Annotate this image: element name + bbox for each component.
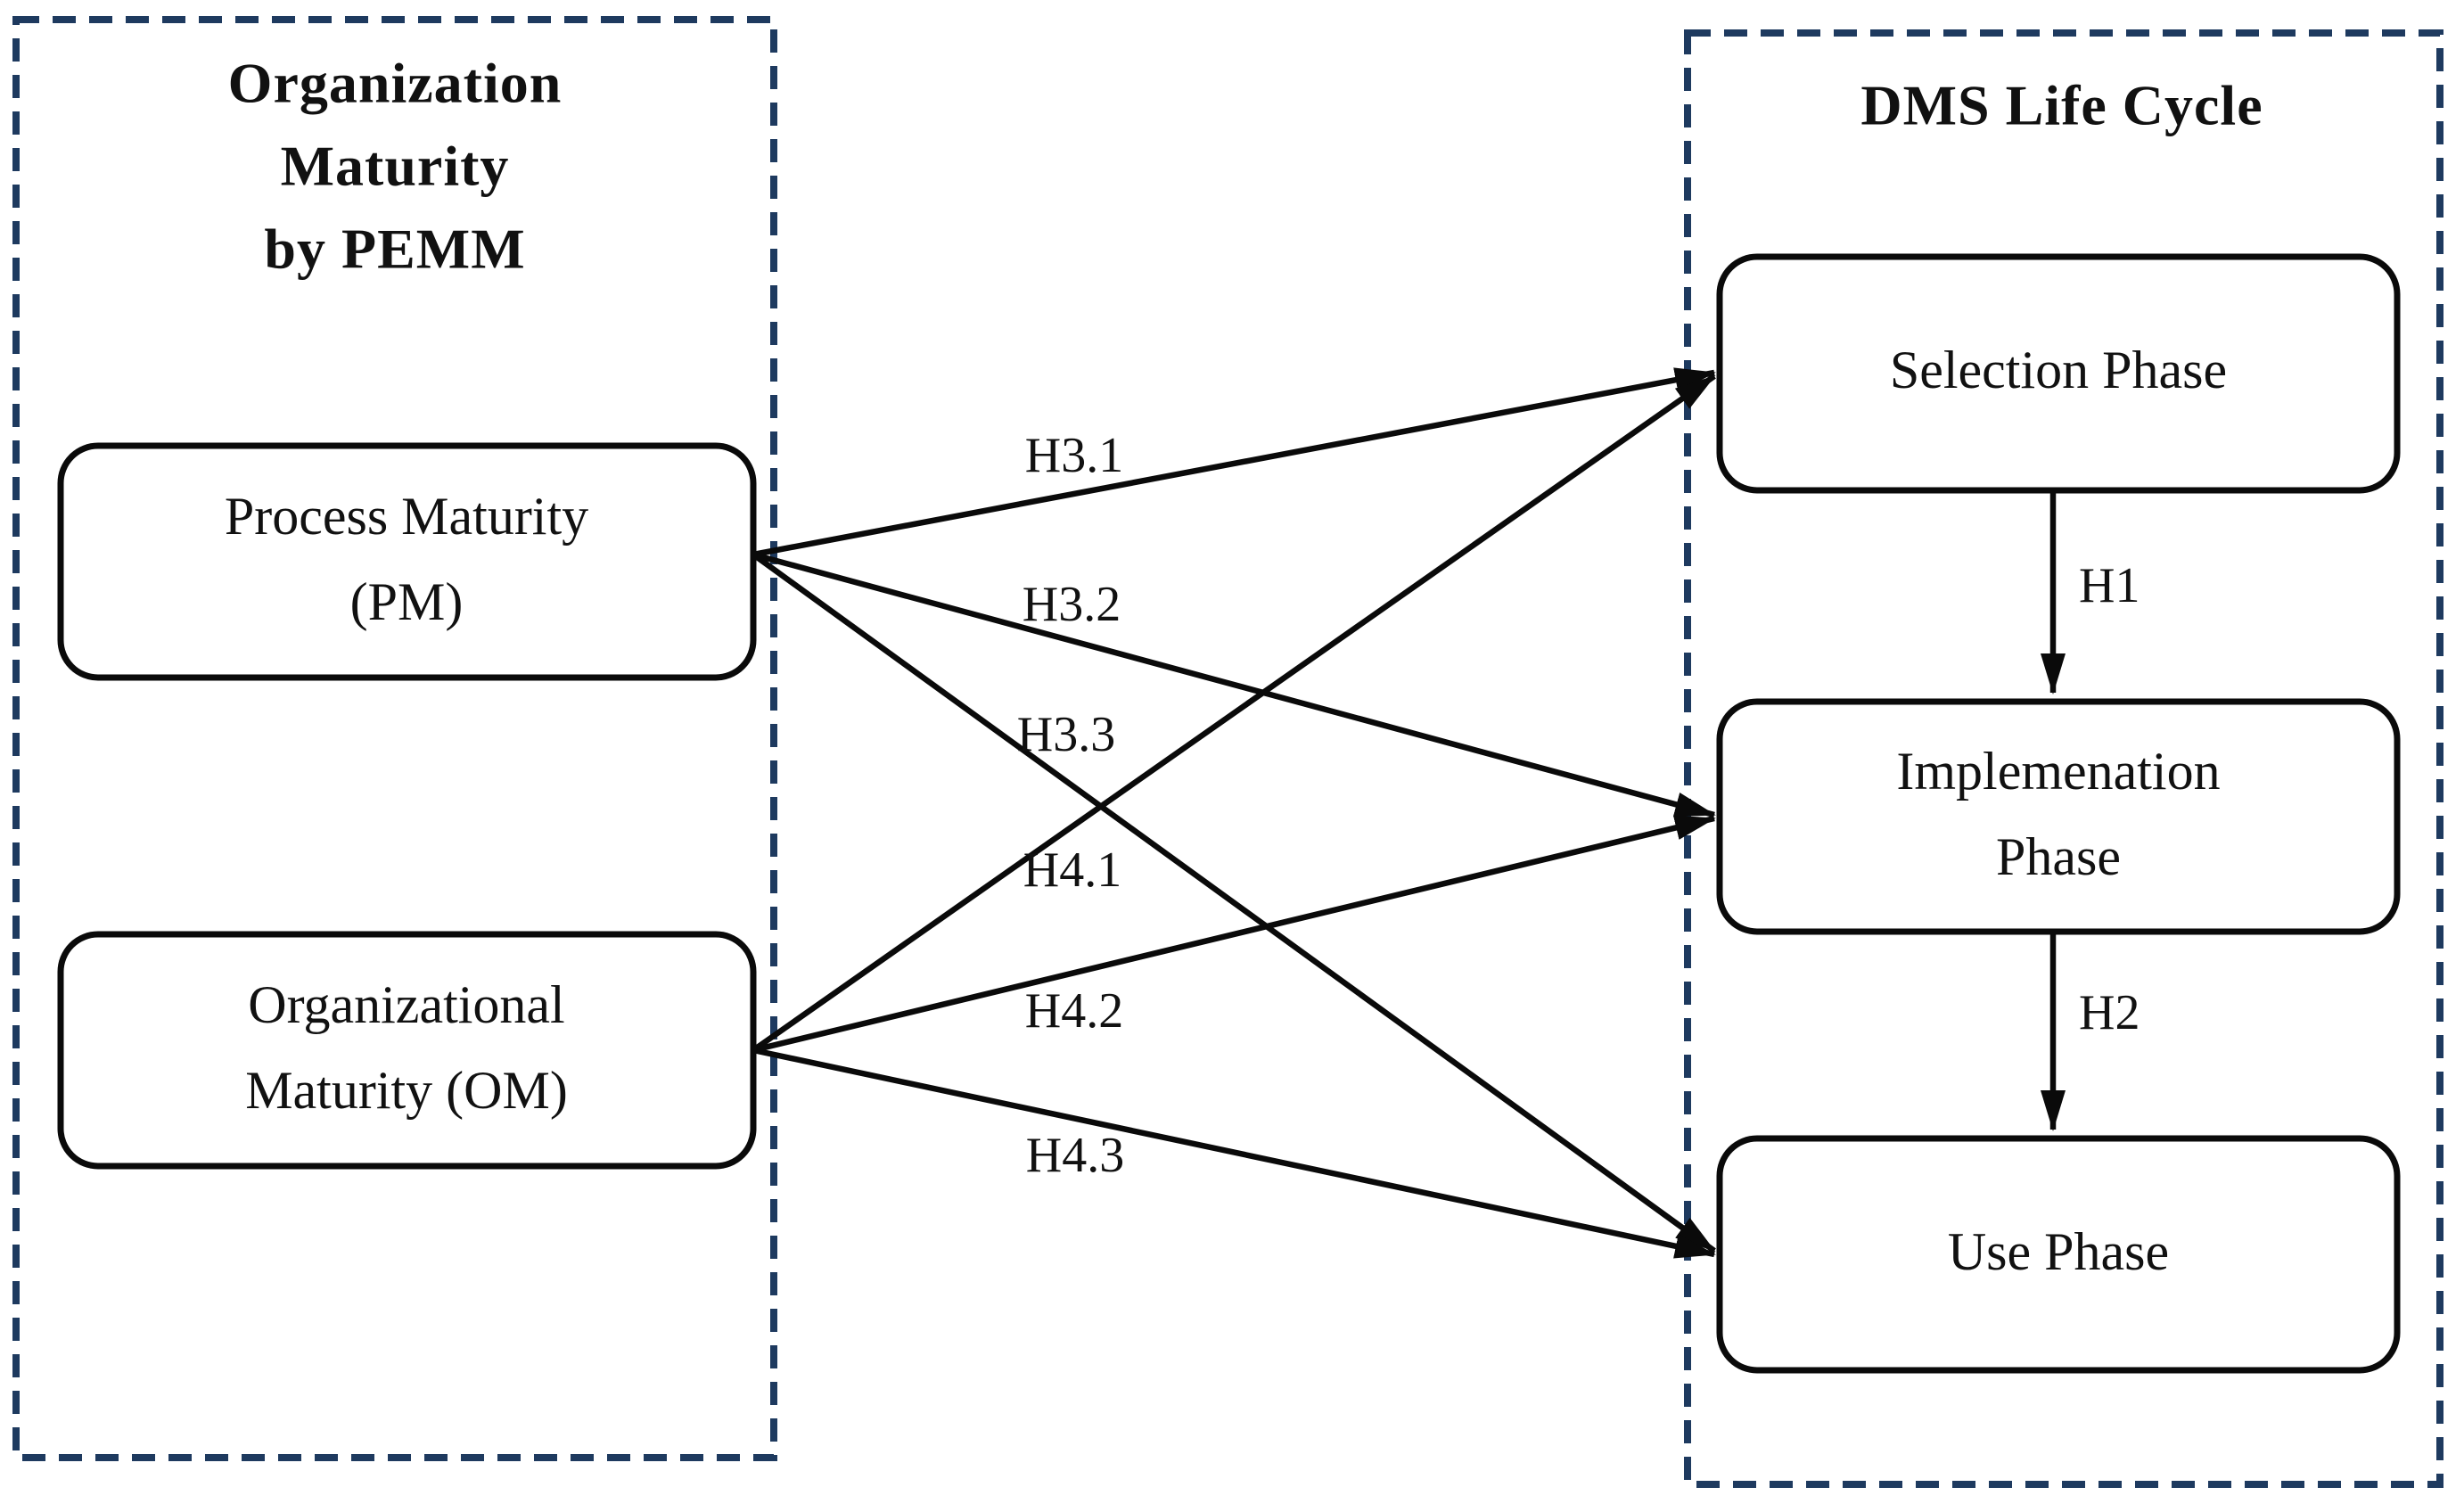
right-group-title: DMS Life Cycle [1860,74,2263,137]
organizational-maturity-label-line-1: Organizational [248,975,564,1034]
use-phase-label: Use Phase [1948,1222,2169,1281]
organizational-maturity-node [57,931,757,1170]
organizational-maturity-label-line-2: Maturity (OM) [245,1061,568,1120]
edge-om-use [752,1047,1716,1259]
dms-life-cycle-group-border [1684,29,2443,1488]
selection-phase-node [1716,253,2401,494]
edge-label-h3-2: H3.2 [1023,577,1121,632]
edge-label-h1: H1 [2079,558,2140,613]
edge-pm-implementation [752,551,1716,818]
process-maturity-label-line-2: (PM) [350,572,464,631]
implementation-phase-label-line-1: Implemenation [1896,742,2220,801]
process-maturity-node [57,442,757,681]
organization-maturity-group-border [12,16,777,1461]
process-maturity-label-line-1: Process Maturity [225,487,588,546]
implementation-phase-node [1716,698,2401,935]
selection-phase-label: Selection Phase [1890,341,2227,399]
edge-label-h2: H2 [2079,985,2140,1040]
edge-pm-use [752,552,1716,1253]
edge-label-h4-1: H4.1 [1023,842,1121,898]
edge-label-h4-3: H4.3 [1026,1128,1124,1183]
left-group-title-line-3: by PEMM [264,218,525,281]
use-phase-node [1716,1135,2401,1374]
edge-pm-selection [752,367,1716,558]
edge-label-h3-3: H3.3 [1017,707,1115,762]
implementation-phase-label-line-2: Phase [1996,827,2121,886]
edge-om-selection [752,374,1716,1053]
edge-label-h3-1: H3.1 [1025,428,1123,483]
left-group-title-line-2: Maturity [281,135,510,198]
edge-om-implementation [752,815,1716,1054]
edge-label-h4-2: H4.2 [1025,983,1123,1039]
left-group-title-line-1: Organization [228,52,563,115]
